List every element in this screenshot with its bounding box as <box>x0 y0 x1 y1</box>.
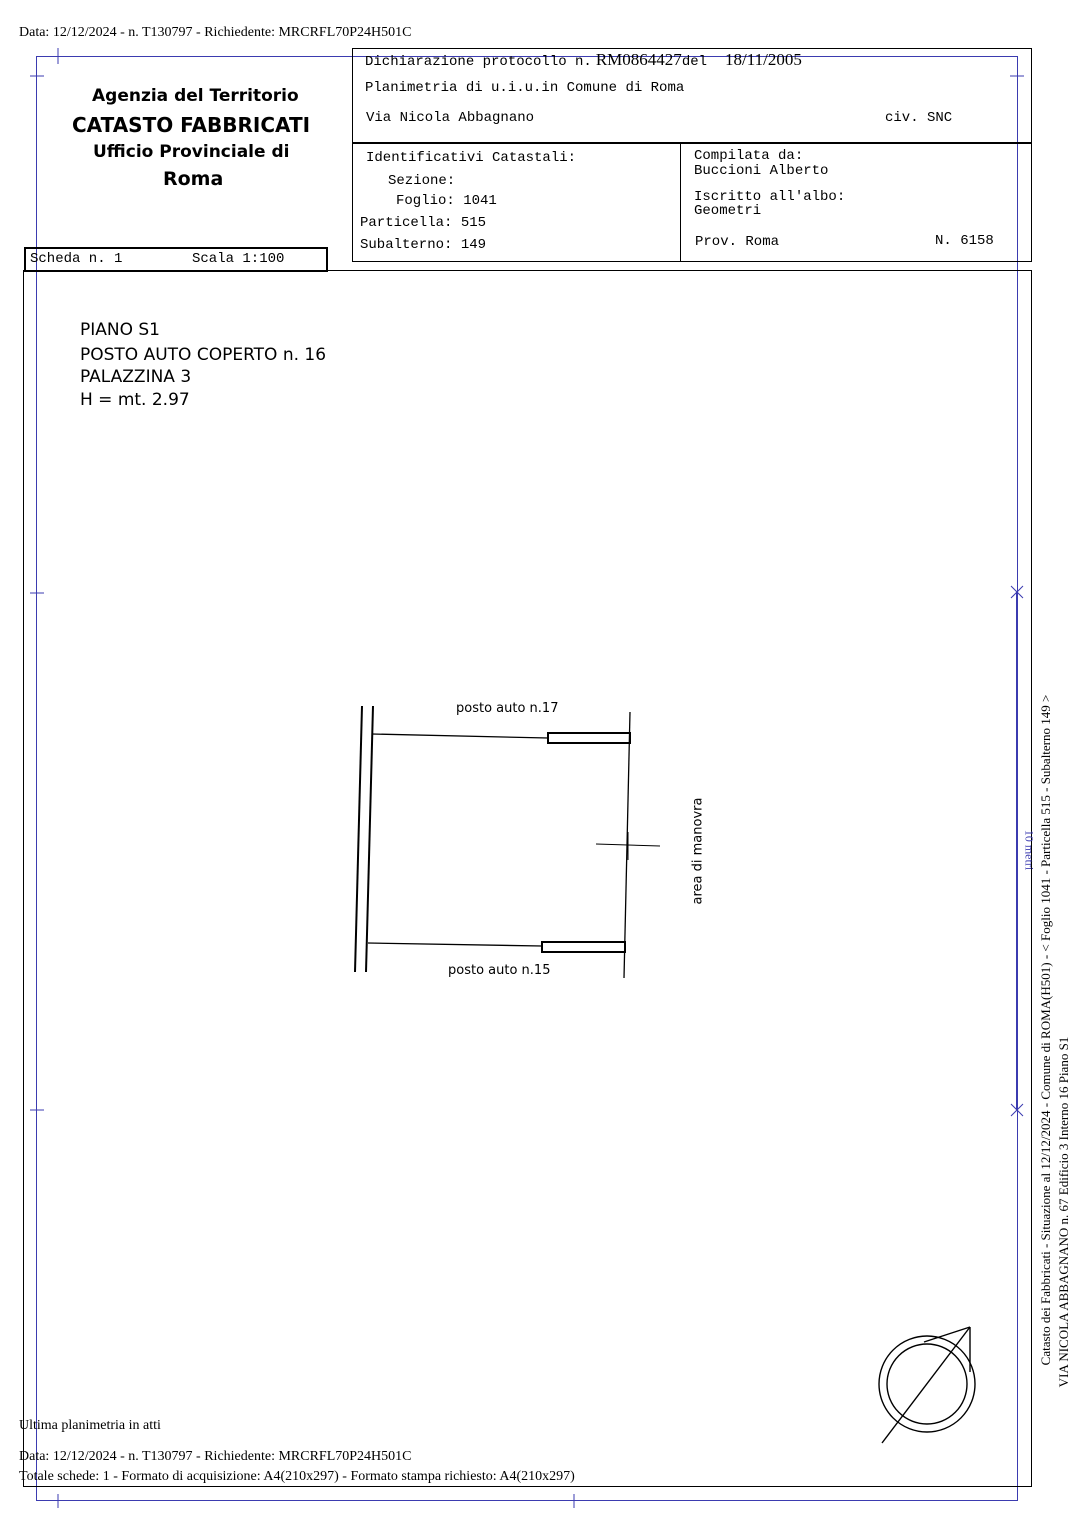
declaration-box <box>352 48 1032 143</box>
label-posto-17: posto auto n.17 <box>456 701 559 716</box>
scheda-box <box>24 247 328 272</box>
drawing-frame <box>23 270 1032 1487</box>
compiler-box <box>680 143 1032 262</box>
compiler-name: Buccioni Alberto <box>694 163 829 179</box>
agency-name: Agenzia del Territorio <box>92 86 299 106</box>
del-label: del <box>681 54 708 70</box>
albo-label: Iscritto all'albo: <box>694 189 846 205</box>
frame-ticks <box>30 48 1024 1508</box>
label-posto-15: posto auto n.15 <box>448 963 551 978</box>
footer-last-plan: Ultima planimetria in atti <box>19 1418 161 1433</box>
side-text-line2: VIA NICOLA ABBAGNANO n. 67 Edificio 3 In… <box>1056 1036 1071 1388</box>
particella: Particella: 515 <box>360 215 487 231</box>
catasto-title: CATASTO FABBRICATI <box>72 113 311 137</box>
address: Via Nicola Abbagnano <box>366 110 535 126</box>
office-label: Ufficio Provinciale di <box>93 142 290 162</box>
albo-value: Geometri <box>694 203 762 219</box>
parking-plan <box>354 705 661 979</box>
foglio: Foglio: 1041 <box>396 193 497 209</box>
compiler-label: Compilata da: <box>694 148 804 164</box>
planimetry-title: Planimetria di u.i.u.in Comune di Roma <box>365 80 685 96</box>
side-text-line1: Catasto dei Fabbricati - Situazione al 1… <box>1038 694 1053 1366</box>
office-city: Roma <box>163 168 224 190</box>
scale-label: Scala 1:100 <box>192 251 285 267</box>
footer-request: Data: 12/12/2024 - n. T130797 - Richiede… <box>19 1449 412 1464</box>
declaration-prefix: Dichiarazione protocollo n. <box>365 54 592 70</box>
subalterno: Subalterno: 149 <box>360 237 487 253</box>
frame-left-line <box>36 56 37 1500</box>
north-arrow <box>878 1326 976 1444</box>
civic-number: civ. SNC <box>885 110 953 126</box>
floor-note-piano: PIANO S1 <box>80 320 161 340</box>
sezione: Sezione: <box>388 173 456 189</box>
identifiers-title: Identificativi Catastali: <box>366 150 577 166</box>
province: Prov. Roma <box>695 234 780 250</box>
floor-note-posto: POSTO AUTO COPERTO n. 16 <box>80 345 327 365</box>
scheda-label: Scheda n. 1 <box>30 251 123 267</box>
declaration-date: 18/11/2005 <box>725 50 802 69</box>
frame-bottom-line <box>36 1500 1018 1501</box>
floor-note-height: H = mt. 2.97 <box>80 390 190 410</box>
scale-marker-label: 10 metri <box>1022 829 1037 871</box>
frame-top-line <box>36 56 1018 57</box>
footer-totals: Totale schede: 1 - Formato di acquisizio… <box>19 1469 575 1484</box>
label-area-manovra: area di manovra <box>690 797 706 905</box>
protocol-number: RM0864427 <box>595 50 682 69</box>
request-header: Data: 12/12/2024 - n. T130797 - Richiede… <box>19 25 412 40</box>
declaration-line: Dichiarazione protocollo n. RM0864427del… <box>365 50 802 70</box>
registration-number: N. 6158 <box>935 233 994 249</box>
floor-note-palazzina: PALAZZINA 3 <box>80 367 192 387</box>
